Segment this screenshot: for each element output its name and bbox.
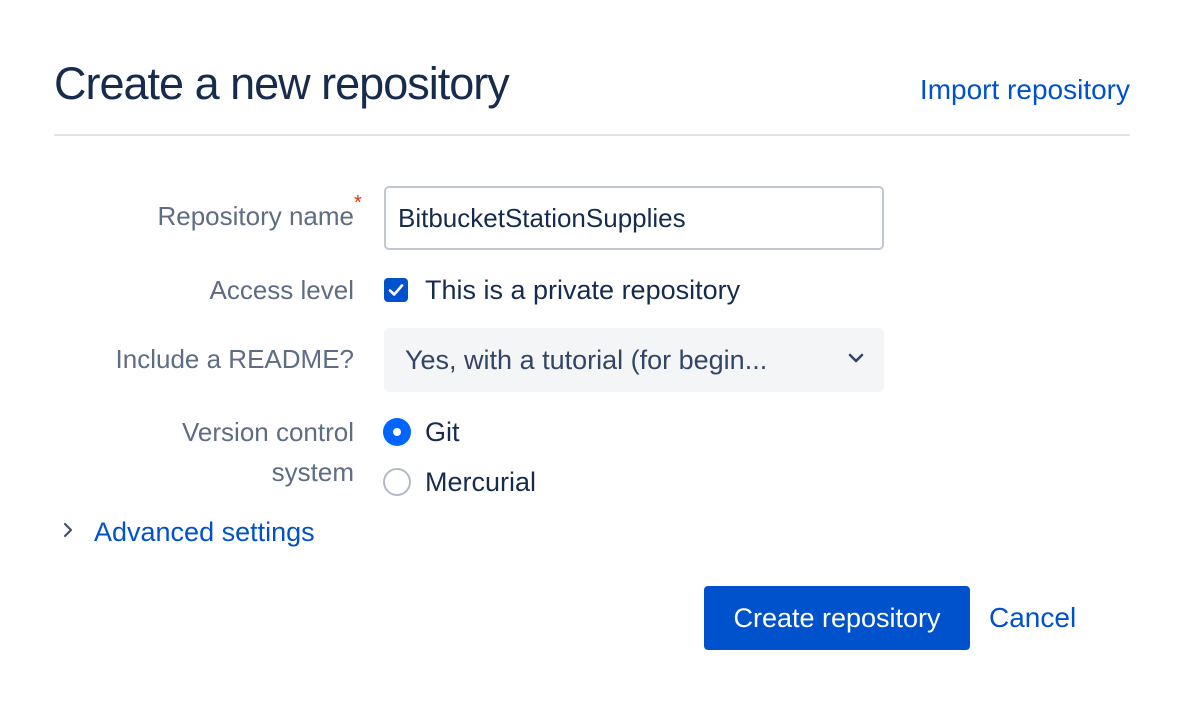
mercurial-radio-label[interactable]: Mercurial: [425, 467, 537, 497]
advanced-settings-label: Advanced settings: [94, 517, 315, 547]
repository-name-label: Repository name: [157, 201, 354, 231]
page-header: Create a new repository Import repositor…: [54, 52, 1130, 136]
readme-selected-value: Yes, with a tutorial (for begin...: [405, 345, 768, 375]
cancel-link[interactable]: Cancel: [989, 602, 1077, 633]
git-radio[interactable]: [383, 418, 411, 446]
required-marker: *: [354, 192, 362, 214]
private-repository-checkbox[interactable]: [384, 278, 408, 302]
readme-select[interactable]: Yes, with a tutorial (for begin...: [384, 328, 884, 392]
check-icon: [388, 284, 404, 296]
git-radio-label[interactable]: Git: [425, 417, 460, 447]
chevron-down-icon: [848, 353, 864, 363]
private-repository-label[interactable]: This is a private repository: [425, 275, 741, 305]
version-control-label-line1: Version control: [182, 417, 354, 447]
import-repository-link[interactable]: Import repository: [919, 74, 1130, 105]
repository-name-input[interactable]: [384, 186, 884, 250]
page-title: Create a new repository: [54, 58, 510, 109]
readme-label: Include a README?: [115, 344, 354, 374]
create-repository-button[interactable]: Create repository: [704, 586, 970, 650]
version-control-label-line2: system: [271, 457, 354, 487]
chevron-right-icon: [63, 522, 73, 538]
mercurial-radio[interactable]: [383, 468, 411, 496]
access-level-label: Access level: [209, 275, 355, 305]
